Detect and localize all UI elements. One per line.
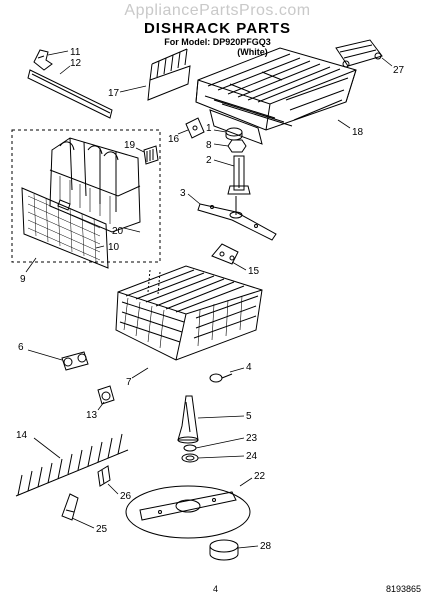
part-16-bracket	[185, 117, 205, 139]
part-10-basket-cover	[21, 187, 109, 269]
callout-15: 15	[248, 266, 260, 277]
callout-14: 14	[16, 430, 28, 441]
part-19-basket-lid	[143, 145, 159, 165]
callout-7: 7	[126, 377, 132, 388]
part-11-clip	[33, 49, 53, 71]
part-26-clip	[97, 465, 111, 487]
part-14-tine-strip	[15, 433, 129, 497]
part-15-bracket	[211, 243, 239, 265]
callout-1: 1	[206, 123, 212, 134]
color-line: (White)	[237, 47, 268, 57]
callout-13: 13	[86, 410, 98, 421]
part-13-wheel	[97, 385, 115, 405]
diagram-title: DISHRACK PARTS	[143, 20, 292, 37]
callout-24: 24	[246, 451, 258, 462]
callout-11: 11	[70, 47, 81, 58]
callout-25: 25	[96, 524, 108, 535]
callout-17: 17	[108, 88, 120, 99]
watermark: AppliancePartsPros.com	[124, 2, 311, 19]
document-code: 8193865	[385, 584, 421, 594]
part-9-basket-outline	[11, 129, 161, 263]
callout-9: 9	[20, 274, 26, 285]
part-7-lower-rack	[115, 265, 263, 361]
part-3-spray-arm	[197, 196, 277, 241]
callout-4: 4	[246, 362, 252, 373]
part-22-lower-spray-arm	[125, 485, 251, 539]
part-2-tube	[227, 155, 251, 195]
part-17-tine-row	[147, 48, 191, 101]
leader-lines	[25, 50, 393, 549]
callout-19: 19	[124, 140, 136, 151]
callout-27: 27	[393, 65, 405, 76]
callout-22: 22	[254, 471, 266, 482]
page-number: 4	[213, 584, 219, 594]
part-12-rail	[27, 69, 113, 119]
callout-26: 26	[120, 491, 132, 502]
callout-2: 2	[206, 155, 212, 166]
part-28-band	[209, 539, 239, 561]
callout-18: 18	[352, 127, 364, 138]
callout-28: 28	[260, 541, 272, 552]
callout-6: 6	[18, 342, 24, 353]
part-27-rack-stop	[335, 39, 383, 68]
callout-20: 20	[112, 226, 124, 237]
callout-8: 8	[206, 140, 212, 151]
part-25-clip	[61, 493, 79, 521]
callout-16: 16	[168, 134, 180, 145]
callout-12: 12	[70, 58, 82, 69]
callout-10: 10	[108, 242, 120, 253]
part-6-wheel-assembly	[61, 351, 89, 371]
part-5-wash-tower	[177, 395, 199, 444]
callout-23: 23	[246, 433, 258, 444]
callout-5: 5	[246, 411, 252, 422]
part-4-cap	[209, 373, 233, 383]
part-18-upper-rack	[195, 47, 357, 145]
model-line: For Model: DP920PFGQ3	[164, 37, 271, 47]
callout-3: 3	[180, 188, 186, 199]
